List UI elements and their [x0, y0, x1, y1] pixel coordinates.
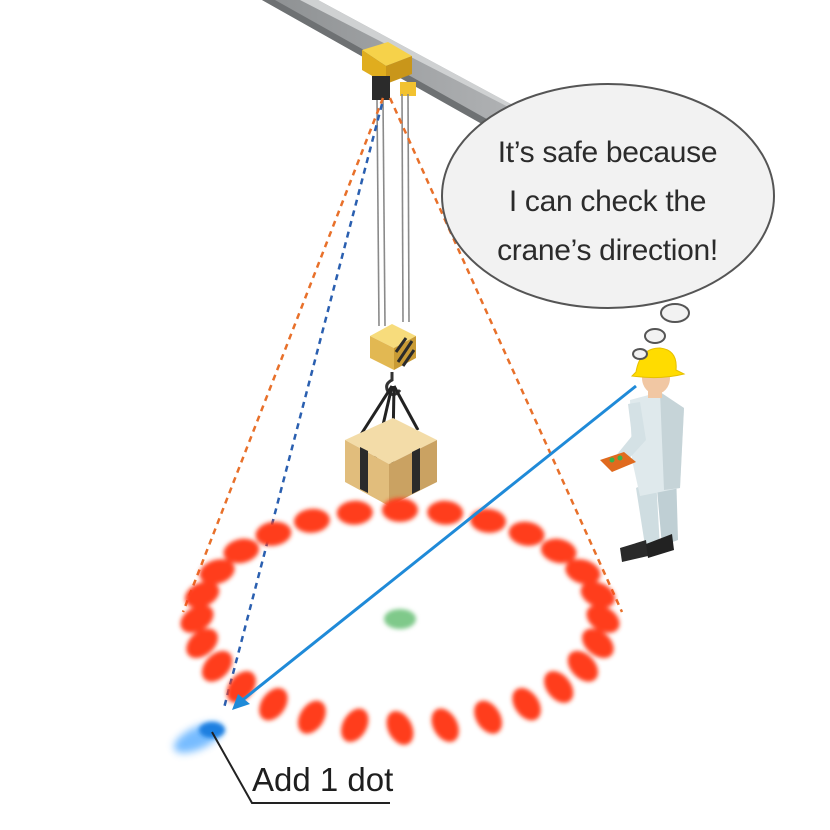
- red-dot: [180, 605, 214, 633]
- speech-bubble-text: It’s safe because I can check the crane’…: [445, 128, 770, 275]
- speech-line-1: It’s safe because: [497, 136, 718, 169]
- red-dot: [470, 508, 507, 533]
- red-dot: [199, 559, 235, 585]
- thought-bubble-icon: [441, 83, 775, 360]
- direction-pointer: [232, 384, 637, 710]
- crane-cables: [376, 93, 410, 327]
- red-dot: [474, 700, 503, 734]
- red-dot: [336, 500, 373, 525]
- red-dot: [186, 628, 218, 659]
- warning-dot-ring: [180, 498, 620, 745]
- hook-block-icon: [370, 324, 416, 397]
- red-dot: [544, 671, 574, 703]
- red-dot: [201, 650, 233, 682]
- red-dot: [255, 521, 292, 546]
- remote-control-icon: [600, 452, 636, 472]
- speech-line-2: I can check the: [508, 185, 707, 218]
- red-dot: [565, 559, 601, 585]
- red-dot: [184, 581, 220, 608]
- red-dot: [540, 538, 577, 564]
- worker-icon: [600, 347, 686, 562]
- red-dot: [427, 500, 464, 525]
- add-dot-label: Add 1 dot: [252, 761, 394, 798]
- red-dot: [223, 538, 260, 564]
- orange-projection-left: [181, 97, 385, 613]
- red-dot: [431, 708, 459, 743]
- crane-trolley-icon: [362, 42, 416, 100]
- red-dot: [341, 708, 369, 743]
- red-dot: [293, 508, 330, 533]
- center-dot: [384, 609, 416, 629]
- red-dot: [259, 687, 288, 721]
- red-dot: [582, 628, 614, 659]
- red-dot: [297, 700, 326, 734]
- projection-lines: [181, 97, 624, 709]
- red-dot: [580, 581, 616, 608]
- callout-leader: [211, 731, 390, 804]
- orange-projection-right: [388, 97, 624, 613]
- red-dot: [508, 521, 545, 546]
- cargo-box-icon: [345, 418, 437, 506]
- direction-dot: [173, 722, 225, 753]
- red-dot: [567, 650, 599, 682]
- red-dot: [386, 711, 414, 745]
- blue-projection-line: [222, 103, 384, 709]
- red-dot: [512, 687, 541, 721]
- red-dot: [382, 498, 418, 522]
- red-dot: [586, 605, 620, 633]
- speech-line-3: crane’s direction!: [497, 234, 718, 267]
